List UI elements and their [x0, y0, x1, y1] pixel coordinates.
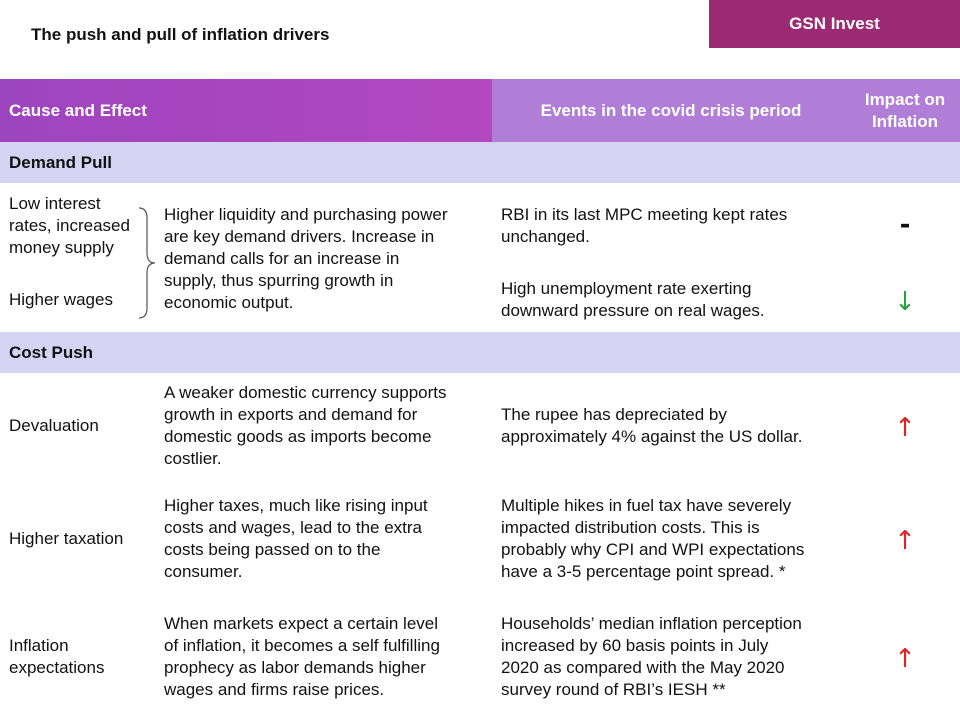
effect-line: wages and firms raise prices.	[164, 680, 385, 699]
effect-inflation-expectations: When markets expect a certain level of i…	[164, 613, 440, 701]
effect-line: When markets expect a certain level	[164, 614, 439, 633]
up-arrow-icon: ↑	[894, 526, 916, 556]
effect-line: costlier.	[164, 449, 222, 468]
effect-line: are key demand drivers. Increase in	[164, 227, 435, 246]
effect-line: domestic goods as imports become	[164, 427, 432, 446]
effect-line: consumer.	[164, 562, 243, 581]
event-line: High unemployment rate exerting	[501, 279, 752, 298]
down-arrow-icon: ↓	[894, 287, 916, 317]
column-header-impact-line2: Inflation	[871, 111, 939, 131]
effect-line: supply, thus spurring growth in	[164, 271, 394, 290]
cause-line: money supply	[9, 238, 114, 257]
column-header-impact: Impact on Inflation	[850, 79, 960, 142]
cause-line: expectations	[9, 658, 105, 677]
event-line: impacted distribution costs. This is	[501, 518, 760, 537]
page-title: The push and pull of inflation drivers	[31, 25, 330, 44]
effect-line: demand calls for an increase in	[164, 249, 400, 268]
event-rupee: The rupee has depreciated by approximate…	[501, 404, 802, 448]
effect-line: economic output.	[164, 293, 294, 312]
event-line: probably why CPI and WPI expectations	[501, 540, 805, 559]
cause-line: Inflation	[9, 636, 69, 655]
effect-line: prophecy as labor demands higher	[164, 658, 426, 677]
section-demand-pull: Demand Pull	[0, 142, 960, 183]
cause-line: rates, increased	[9, 216, 130, 235]
event-rbi-mpc: RBI in its last MPC meeting kept rates u…	[501, 204, 787, 248]
column-header-events: Events in the covid crisis period	[492, 79, 850, 142]
effect-line: growth in exports and demand for	[164, 405, 418, 424]
event-line: 2020 as compared with the May 2020	[501, 658, 785, 677]
cause-higher-wages: Higher wages	[9, 290, 113, 309]
cause-inflation-expectations: Inflation expectations	[9, 635, 104, 679]
event-line: approximately 4% against the US dollar.	[501, 427, 803, 446]
brand-badge: GSN Invest	[709, 0, 960, 48]
cause-higher-taxation: Higher taxation	[9, 529, 124, 548]
up-arrow-icon: ↑	[894, 644, 916, 674]
event-line: Multiple hikes in fuel tax have severely	[501, 496, 792, 515]
effect-higher-taxation: Higher taxes, much like rising input cos…	[164, 495, 428, 583]
effect-line: Higher taxes, much like rising input	[164, 496, 428, 515]
cause-line: Low interest	[9, 194, 101, 213]
event-line: The rupee has depreciated by	[501, 405, 727, 424]
section-cost-push: Cost Push	[0, 332, 960, 373]
curly-brace-icon	[138, 207, 156, 319]
effect-line: A weaker domestic currency supports	[164, 383, 447, 402]
event-line: have a 3-5 percentage point spread. *	[501, 562, 786, 581]
event-households-perception: Households’ median inflation perception …	[501, 613, 802, 701]
event-line: survey round of RBI’s IESH **	[501, 680, 726, 699]
column-header-impact-line1: Impact on	[864, 89, 946, 109]
effect-demand-pull: Higher liquidity and purchasing power ar…	[164, 204, 448, 314]
event-fuel-tax: Multiple hikes in fuel tax have severely…	[501, 495, 804, 583]
impact-neutral-dash: -	[899, 210, 911, 240]
cause-low-interest: Low interest rates, increased money supp…	[9, 193, 130, 259]
event-unemployment: High unemployment rate exerting downward…	[501, 278, 765, 322]
event-line: downward pressure on real wages.	[501, 301, 765, 320]
effect-line: of inflation, it becomes a self fulfilli…	[164, 636, 440, 655]
event-line: RBI in its last MPC meeting kept rates	[501, 205, 788, 224]
effect-devaluation: A weaker domestic currency supports grow…	[164, 382, 447, 470]
up-arrow-icon: ↑	[894, 413, 916, 443]
effect-line: Higher liquidity and purchasing power	[164, 205, 448, 224]
cause-devaluation: Devaluation	[9, 416, 99, 435]
effect-line: costs and wages, lead to the extra	[164, 518, 422, 537]
event-line: Households’ median inflation perception	[501, 614, 802, 633]
event-line: increased by 60 basis points in July	[501, 636, 769, 655]
effect-line: costs being passed on to the	[164, 540, 381, 559]
column-header-cause: Cause and Effect	[0, 79, 492, 142]
event-line: unchanged.	[501, 227, 590, 246]
